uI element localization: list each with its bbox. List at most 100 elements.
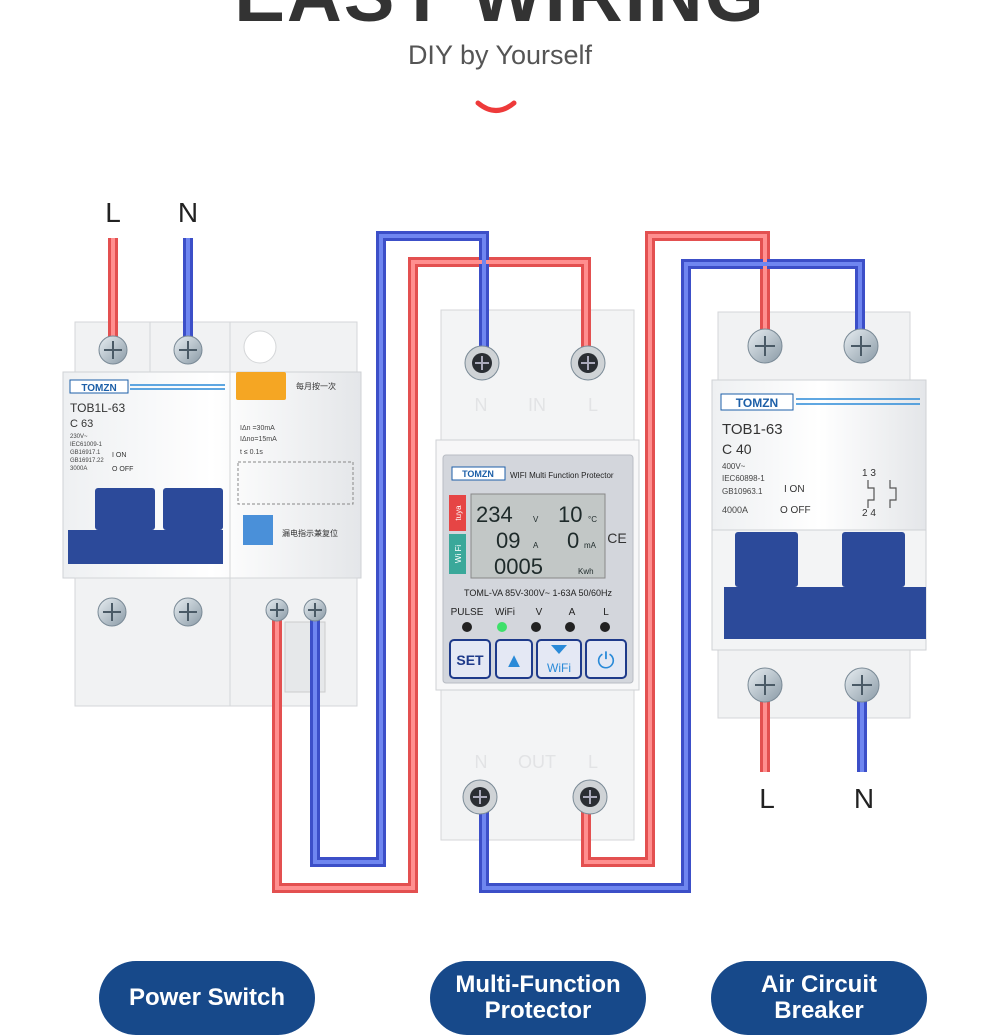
- rcbo-on-label: I ON: [112, 452, 126, 459]
- screw-icon: [173, 597, 203, 627]
- up-arrow-icon: ▲: [504, 650, 524, 672]
- rcbo-model: TOB1L-63: [70, 401, 125, 415]
- lcd-temp: 10: [558, 502, 582, 527]
- rcbo-leak-spec: t ≤ 0.1s: [240, 449, 263, 456]
- lcd-leak-unit: mA: [584, 541, 597, 550]
- live-label: L: [105, 197, 121, 228]
- breaker-spec: 400V~: [722, 462, 746, 471]
- set-button[interactable]: SET: [449, 639, 491, 679]
- protector-terminal-label: N: [475, 752, 488, 772]
- power-button[interactable]: ⏻: [585, 639, 627, 679]
- rcbo-off-label: O OFF: [112, 466, 133, 473]
- screw-icon: [265, 598, 289, 622]
- breaker-poles-bottom: 2 4: [862, 508, 876, 519]
- breaker-brand: TOMZN: [736, 396, 778, 410]
- screw-icon: [98, 335, 128, 365]
- rcbo-spec: IEC61009-1: [70, 442, 103, 448]
- protector-terminal-label: L: [588, 395, 598, 415]
- wifi-down-button[interactable]: WiFi: [536, 639, 582, 679]
- rcbo-leak-note: 漏电指示兼复位: [282, 528, 338, 538]
- screw-icon: [97, 597, 127, 627]
- power-icon: ⏻: [597, 648, 614, 673]
- rcbo-handle[interactable]: [163, 488, 223, 530]
- protector-terminal-label: L: [588, 752, 598, 772]
- up-button[interactable]: ▲: [495, 639, 533, 679]
- lcd-current-unit: A: [533, 541, 539, 550]
- set-button-label: SET: [456, 652, 484, 668]
- lcd-energy: 0005: [494, 554, 543, 579]
- wifi-tag: Wi Fi: [454, 545, 463, 563]
- breaker-handle-bar[interactable]: [724, 587, 926, 639]
- rcbo-handle[interactable]: [95, 488, 155, 530]
- breaker-handle[interactable]: [735, 532, 798, 587]
- rcbo-leak-spec: IΔno=15mA: [240, 436, 277, 443]
- protector-terminal-label: IN: [528, 395, 546, 415]
- rcbo-leak-indicator[interactable]: [243, 515, 273, 545]
- screw-icon: [462, 779, 498, 815]
- ce-mark: CE: [607, 530, 626, 546]
- led-label: PULSE: [451, 607, 484, 618]
- lcd-display: [470, 493, 606, 579]
- rcbo-spec: 3000A: [70, 466, 87, 472]
- led-pulse: [462, 622, 472, 632]
- breaker-spec: GB10963.1: [722, 487, 763, 496]
- screw-icon: [303, 598, 327, 622]
- protector-brand-box: [451, 466, 506, 481]
- screw-icon: [747, 328, 783, 364]
- protector-terminal-label: OUT: [518, 752, 556, 772]
- rcbo-handle-bar[interactable]: [68, 530, 223, 564]
- tuya-label: tuya: [454, 505, 463, 521]
- lcd-current: 09: [496, 528, 520, 553]
- screw-icon: [843, 328, 879, 364]
- led-label: WiFi: [495, 607, 515, 618]
- protector-label-line1: Multi-Function: [455, 971, 621, 999]
- screw-icon: [173, 335, 203, 365]
- rcbo-leak-spec: IΔn =30mA: [240, 425, 275, 432]
- rcbo-brand: TOMZN: [81, 383, 116, 394]
- rcbo-test-note: 每月按一次: [296, 381, 336, 391]
- rcbo-brand-box: [69, 379, 129, 394]
- led-wifi: [497, 622, 507, 632]
- led-v: [531, 622, 541, 632]
- neutral-label: N: [854, 783, 874, 814]
- breaker-rating: C 40: [722, 441, 752, 457]
- led-label: A: [569, 607, 576, 618]
- breaker-handle[interactable]: [842, 532, 905, 587]
- led-label: L: [603, 607, 609, 618]
- led-l: [600, 622, 610, 632]
- rcbo-spec: 230V~: [70, 434, 88, 440]
- breaker-poles-top: 1 3: [862, 468, 876, 479]
- breaker-model: TOB1-63: [722, 421, 783, 438]
- lcd-temp-unit: °C: [588, 515, 597, 524]
- screw-icon: [747, 667, 783, 703]
- rcbo-spec: GB16917.1: [70, 450, 101, 456]
- breaker-brand-box: [720, 393, 794, 411]
- neutral-label: N: [178, 197, 198, 228]
- breaker-spec: 4000A: [722, 505, 748, 515]
- tuya-badge: [449, 495, 466, 531]
- live-label: L: [759, 783, 775, 814]
- protector-brand: TOMZN: [462, 469, 494, 479]
- power-switch-text: Power Switch: [128, 984, 286, 1012]
- wifi-badge: [449, 534, 466, 574]
- page-title: EASY WIRING: [0, 0, 1000, 34]
- lcd-voltage-unit: V: [533, 515, 539, 524]
- breaker-spec: IEC60898-1: [722, 474, 765, 483]
- lcd-leak: 0: [567, 528, 579, 553]
- power-switch-label: Power Switch: [99, 961, 315, 1035]
- accent-mark: [475, 100, 517, 113]
- screw-icon: [844, 667, 880, 703]
- screw-icon: [464, 345, 500, 381]
- protector-label-line2: Protector: [484, 997, 592, 1024]
- protector-terminal-label: N: [475, 395, 488, 415]
- rcbo-test-button[interactable]: [236, 372, 286, 400]
- led-a: [565, 622, 575, 632]
- screw-icon: [572, 779, 608, 815]
- rcbo-circuit-symbol: [237, 461, 354, 505]
- rcbo-rating: C 63: [70, 418, 93, 430]
- down-arrow-icon: [551, 645, 567, 654]
- breaker-on-label: I ON: [784, 484, 805, 495]
- breaker-label-line2: Breaker: [774, 997, 864, 1024]
